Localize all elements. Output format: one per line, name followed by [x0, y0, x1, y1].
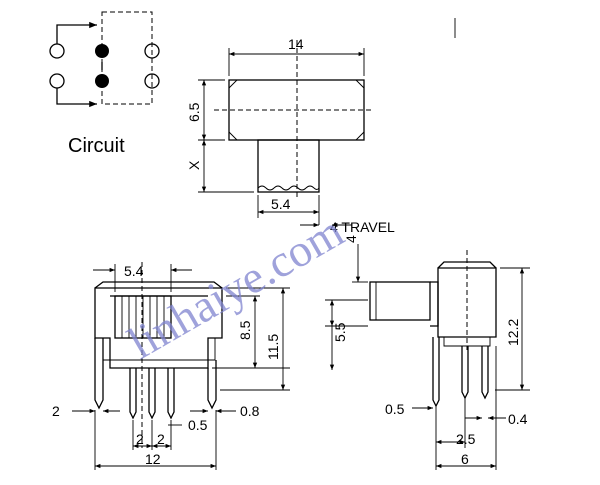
top-view: 14 6.5 X 5.4 4 TRAVEL [186, 36, 395, 235]
top-knob [257, 139, 320, 193]
circuit-label: Circuit [68, 135, 125, 157]
side-view: 4 5.5 12.2 0.5 0.4 2.5 6 [325, 235, 530, 470]
circuit-switch-box [101, 11, 153, 105]
dim-x: X [186, 160, 202, 170]
circuit-pin-open [49, 73, 65, 89]
circuit-pin-filled [95, 74, 109, 88]
dim-front-knob: 5.4 [124, 263, 144, 279]
dim-front-115: 11.5 [265, 334, 281, 360]
dim-side-6: 6 [461, 451, 469, 467]
circuit-diagram: Circuit [49, 11, 160, 157]
dim-side-4: 4 [343, 235, 359, 243]
dim-side-25: 2.5 [456, 431, 476, 447]
dim-front-12: 12 [145, 451, 161, 467]
dim-side-122: 12.2 [505, 319, 521, 346]
front-view: 5.4 8.5 11.5 2 2 2 0.5 0.8 12 [52, 262, 290, 470]
dim-top-width: 14 [288, 36, 304, 52]
dim-front-pitch-a: 2 [136, 431, 144, 447]
dim-front-85: 8.5 [237, 320, 253, 340]
dim-side-05: 0.5 [385, 401, 405, 417]
dim-front-08: 0.8 [240, 403, 260, 419]
dim-front-pitch-b: 2 [157, 431, 165, 447]
side-knob [369, 281, 431, 321]
watermark: linhaiye.com [120, 205, 353, 369]
dim-side-55: 5.5 [332, 322, 348, 342]
dim-knob-width: 5.4 [271, 196, 291, 212]
dim-front-left2: 2 [52, 403, 60, 419]
dim-travel: 4 TRAVEL [330, 219, 395, 235]
circuit-pin-open [49, 43, 65, 59]
dim-top-height: 6.5 [186, 102, 202, 122]
dim-side-04: 0.4 [508, 411, 528, 427]
dim-front-05: 0.5 [188, 417, 208, 433]
